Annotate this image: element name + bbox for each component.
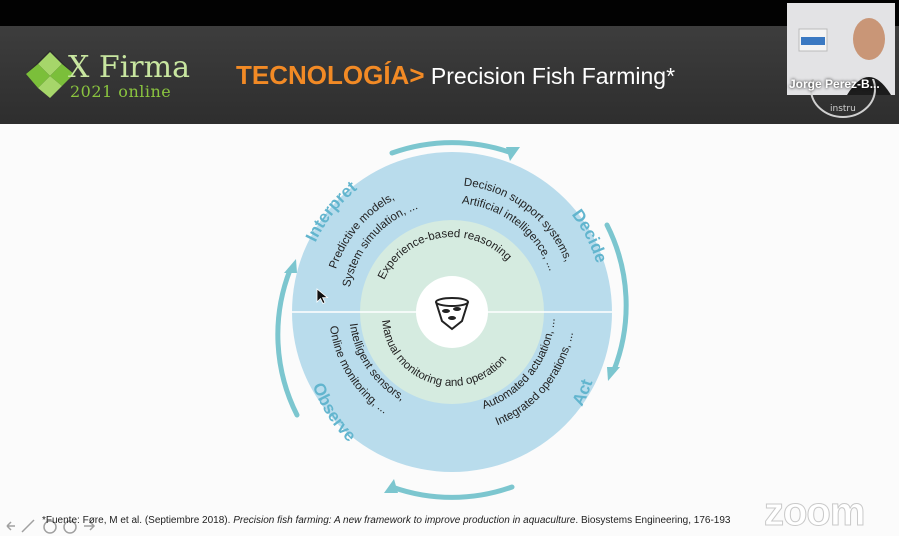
logo-subtitle: 2021 online (70, 82, 172, 101)
eraser-icon (63, 520, 77, 534)
pen-icon (21, 519, 35, 533)
stamp-emblem: instru (810, 79, 876, 118)
cycle-arrows (275, 140, 629, 500)
forward-arrow-icon (84, 521, 96, 531)
footnote-prefix: *Fuente: Føre, M et al. (Septiembre 2018… (42, 515, 234, 526)
logo-title: X Firma (68, 50, 190, 85)
circle-tool-icon (43, 520, 57, 534)
footnote-title: Precision fish farming: A new framework … (233, 515, 576, 526)
precision-fish-farming-diagram: Interpret Decide Observe Act Predictive … (275, 140, 629, 500)
title-rest: Precision Fish Farming* (424, 63, 676, 89)
participant-video[interactable] (787, 3, 895, 95)
source-footnote: *Fuente: Føre, M et al. (Septiembre 2018… (42, 515, 731, 526)
mouse-pointer-icon (316, 288, 329, 304)
title-tag: TECNOLOGÍA> (236, 60, 425, 90)
window-top-bar (0, 0, 899, 26)
participant-name: Jorge Perez-B... (789, 77, 880, 91)
fish-tank-icon (435, 297, 469, 331)
footnote-suffix: . Biosystems Engineering, 176-193 (575, 515, 731, 526)
slide-title: TECNOLOGÍA> Precision Fish Farming* (236, 60, 675, 91)
arrow-heads (284, 147, 620, 493)
annotation-toolbar[interactable] (4, 516, 124, 536)
slide-banner (0, 26, 899, 124)
logo-diamond-icon (26, 50, 74, 98)
participant-avatar (787, 3, 895, 95)
zoom-watermark: zoom (763, 490, 865, 535)
svg-text:instru: instru (830, 104, 856, 114)
back-arrow-icon (6, 521, 15, 531)
